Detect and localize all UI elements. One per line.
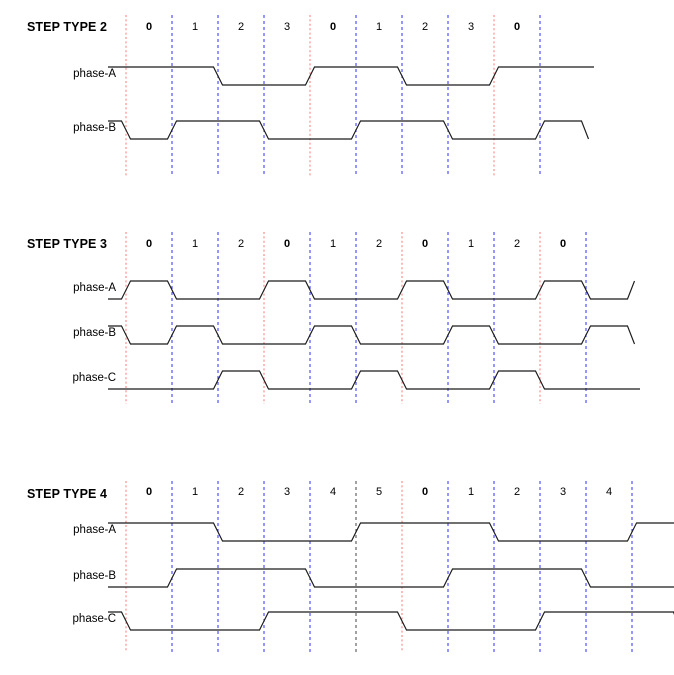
step-number-label: 0 [559,238,567,250]
step-number-label: 1 [191,21,199,33]
step-number-label: 0 [421,238,429,250]
step-number-label: 2 [375,238,383,250]
waveform-phase-A [108,66,594,86]
step-number-label: 5 [375,486,383,498]
step-number-label: 2 [421,21,429,33]
phase-label-phase-B: phase-B [73,327,116,339]
step-number-label: 0 [145,21,153,33]
step-number-label: 2 [513,238,521,250]
waveform-phase-A [108,280,636,300]
step-number-label: 0 [145,486,153,498]
waveform-phase-A [108,522,674,542]
step-number-label: 4 [329,486,337,498]
phase-label-phase-C: phase-C [72,613,116,625]
step-number-label: 0 [421,486,429,498]
phase-label-phase-B: phase-B [73,122,116,134]
step-number-label: 0 [145,238,153,250]
section-title: STEP TYPE 2 [27,20,108,34]
waveform-phase-B [108,325,636,345]
step-number-label: 0 [329,21,337,33]
phase-label-phase-A: phase-A [73,68,116,80]
step-number-label: 3 [559,486,567,498]
step-number-label: 1 [467,238,475,250]
step-number-label: 2 [237,486,245,498]
phase-label-phase-A: phase-A [73,524,116,536]
step-number-label: 3 [283,21,291,33]
step-number-label: 1 [329,238,337,250]
step-number-label: 2 [237,21,245,33]
step-number-label: 2 [513,486,521,498]
step-number-label: 3 [467,21,475,33]
step-number-label: 1 [375,21,383,33]
step-number-label: 2 [237,238,245,250]
step-number-label: 0 [283,238,291,250]
step-number-label: 1 [191,486,199,498]
step-number-label: 4 [605,486,613,498]
section-title: STEP TYPE 3 [27,237,108,251]
waveform-phase-B [108,568,674,588]
waveform-phase-B [108,120,590,140]
step-number-label: 1 [191,238,199,250]
phase-label-phase-A: phase-A [73,282,116,294]
step-number-label: 0 [513,21,521,33]
phase-label-phase-B: phase-B [73,570,116,582]
section-title: STEP TYPE 4 [27,487,108,501]
phase-label-phase-C: phase-C [72,372,116,384]
waveform-phase-C [108,370,640,390]
step-number-label: 1 [467,486,475,498]
step-number-label: 3 [283,486,291,498]
waveform-phase-C [108,611,674,631]
